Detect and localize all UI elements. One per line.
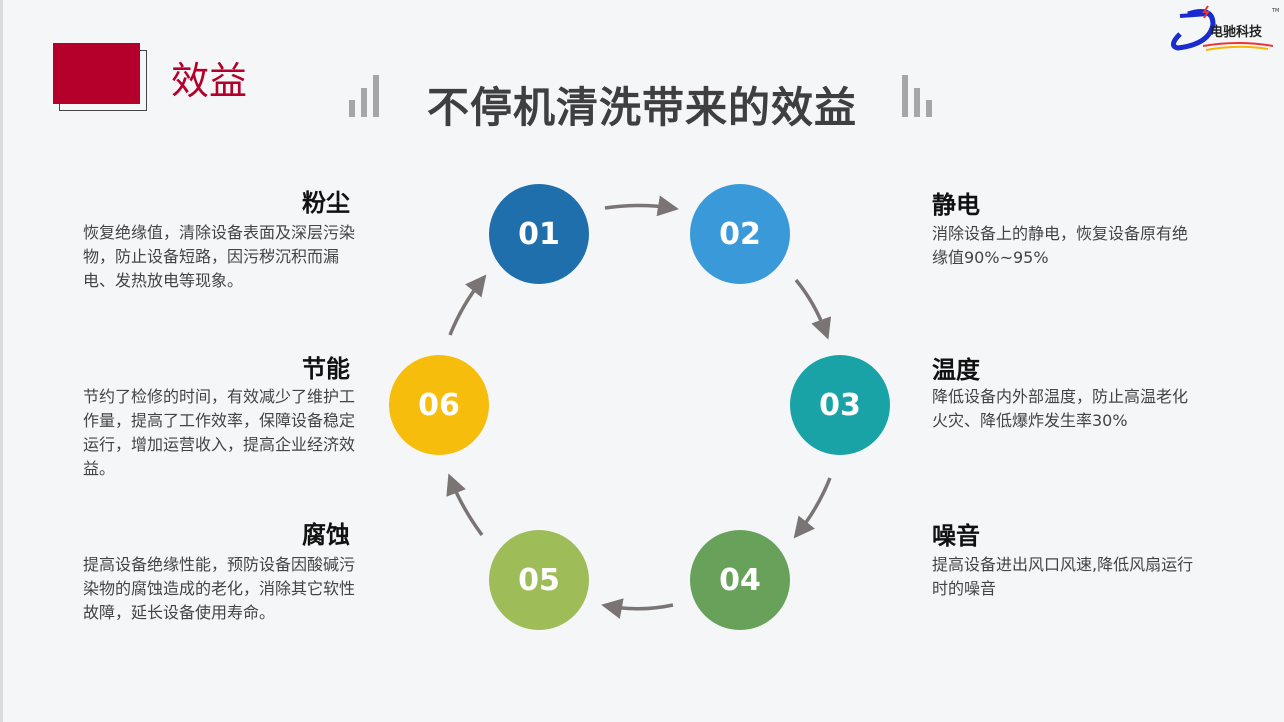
arrow-02-03 (794, 278, 832, 340)
step-circle-02: 02 (690, 184, 790, 284)
bars-left-decoration (349, 72, 379, 117)
step-title-02: 静电 (932, 191, 980, 219)
step-circle-05: 05 (489, 530, 589, 630)
logo-text: 电驰科技 (1210, 24, 1263, 40)
slide-edge (0, 0, 3, 722)
arrow-06-01 (448, 274, 487, 336)
step-text-03: 降低设备内外部温度，防止高温老化火灾、降低爆炸发生率30% (932, 387, 1189, 430)
arrow-05-06 (446, 473, 484, 537)
step-circle-03: 03 (790, 355, 890, 455)
step-text-04: 提高设备进出风口风速,降低风扇运行时的噪音 (932, 555, 1194, 598)
step-text-01: 恢复绝缘值，清除设备表面及深层污染物，防止设备短路，因污秽沉积而漏电、发热放电等… (83, 223, 356, 290)
bars-right-decoration (902, 72, 932, 117)
svg-text:TM: TM (1271, 8, 1279, 14)
section-label: 效益 (171, 59, 248, 103)
step-title-06: 节能 (302, 355, 350, 383)
step-circle-04: 04 (690, 530, 790, 630)
step-circle-01: 01 (489, 184, 589, 284)
step-text-06: 节约了检修的时间，有效减少了维护工作量，提高了工作效率，保障设备稳定运行，增加运… (83, 387, 356, 478)
step-title-05: 腐蚀 (302, 521, 350, 549)
step-text-05: 提高设备绝缘性能，预防设备因酸碱污染物的腐蚀造成的老化，消除其它软性故障，延长设… (83, 555, 356, 622)
page-title: 不停机清洗带来的效益 (426, 83, 857, 132)
arrow-03-04 (793, 477, 832, 539)
arrow-04-05 (601, 598, 674, 619)
step-circle-06: 06 (389, 355, 489, 455)
section-box (53, 43, 140, 104)
step-text-02: 消除设备上的静电，恢复设备原有绝缘值90%~95% (932, 224, 1189, 267)
company-logo: 电驰科技 TM (1168, 2, 1280, 58)
arrow-01-02 (604, 195, 679, 217)
step-title-03: 温度 (932, 356, 980, 384)
step-title-01: 粉尘 (302, 189, 350, 217)
step-title-04: 噪音 (932, 522, 980, 550)
